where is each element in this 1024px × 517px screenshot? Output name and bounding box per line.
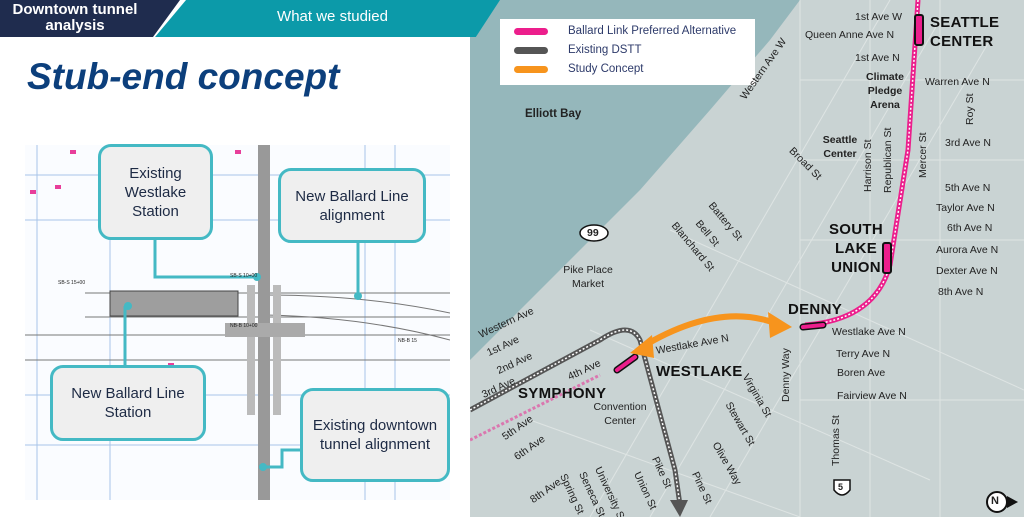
street-label: Republican St	[882, 127, 894, 193]
legend-item: Ballard Link Preferred Alternative	[500, 25, 736, 37]
street-label: Thomas St	[830, 415, 842, 466]
legend-swatch	[514, 27, 548, 35]
area-map: 99 5 N Ballard Link Preferred Alternativ…	[470, 0, 1024, 517]
dstt-arrowhead	[670, 500, 688, 517]
street-label: Queen Anne Ave N	[805, 29, 895, 41]
place-label: Convention Center	[593, 401, 647, 427]
drawing-label: NB-B 15	[398, 338, 417, 344]
dstt-tunnel	[258, 145, 270, 500]
street-label: Terry Ave N	[836, 348, 891, 360]
legend-item: Existing DSTT	[500, 44, 642, 56]
section-tab: Downtown tunnel analysis	[0, 0, 180, 37]
street-label: Taylor Ave N	[936, 202, 995, 214]
callout-new-ballard-station: New Ballard Line Station	[50, 365, 206, 441]
street-label: Harrison St	[862, 139, 874, 192]
map-graphics	[470, 0, 1024, 517]
slu-station-mark	[882, 242, 892, 274]
drawing-label: NB-B 10+00	[230, 323, 258, 329]
station-symphony: SYMPHONY	[518, 385, 607, 402]
street-label: Roy St	[964, 93, 976, 125]
station-seattle-center: SEATTLE CENTER	[930, 14, 1000, 50]
street-label: Boren Ave	[837, 367, 886, 379]
westlake-station-mark	[615, 355, 637, 372]
i5-shield-icon	[833, 479, 851, 496]
north-label: N	[991, 495, 999, 507]
drawing-graphics	[25, 145, 450, 500]
seattle-center-station-mark	[914, 14, 924, 46]
legend-swatch	[514, 65, 548, 73]
place-label: Elliott Bay	[525, 108, 582, 120]
street-label: 5th Ave N	[945, 182, 991, 194]
legend-item: Study Concept	[500, 63, 643, 75]
street-label: Fairview Ave N	[837, 390, 907, 402]
subsection-tab: What we studied	[155, 0, 500, 37]
legend-label: Study Concept	[568, 63, 644, 75]
page-title: Stub-end concept	[27, 56, 340, 97]
street-label: 1st Ave W	[855, 11, 903, 23]
callout-new-ballard-alignment: New Ballard Line alignment	[278, 168, 426, 243]
shield-99-label: 99	[587, 227, 599, 239]
street-label: Mercer St	[917, 132, 929, 178]
shield-5-label: 5	[838, 482, 844, 492]
drawing-label: SB-S 15+00	[58, 280, 86, 286]
place-label: Climate Pledge Arena	[866, 71, 904, 111]
street-label: 1st Ave N	[855, 52, 900, 64]
drawing-label: SB-S 10+00	[230, 273, 258, 279]
new-station-box	[109, 290, 239, 317]
street-label: Denny Way	[780, 348, 792, 402]
elliott-bay-water	[470, 0, 800, 360]
denny-station-mark	[801, 323, 825, 329]
station-denny: DENNY	[788, 301, 843, 318]
legend-swatch	[514, 46, 548, 54]
study-concept-arrow	[640, 313, 782, 350]
station-south-lake-union: SOUTH LAKE UNION	[829, 221, 883, 276]
street-label: Dexter Ave N	[936, 265, 998, 277]
station-westlake: WESTLAKE	[656, 363, 743, 380]
callout-existing-westlake-station: Existing Westlake Station	[98, 144, 213, 240]
street-label: 3rd Ave N	[945, 137, 991, 149]
callout-existing-downtown-tunnel: Existing downtown tunnel alignment	[300, 388, 450, 482]
legend-label: Existing DSTT	[568, 44, 642, 56]
place-label: Pike Place Market	[563, 264, 613, 290]
street-label: Warren Ave N	[925, 76, 990, 88]
street-label: Aurora Ave N	[936, 244, 999, 256]
map-legend: Ballard Link Preferred Alternative Exist…	[500, 19, 755, 85]
street-label: 8th Ave N	[938, 286, 984, 298]
place-label: Seattle Center	[822, 134, 858, 160]
street-label: 6th Ave N	[947, 222, 993, 234]
street-label: Westlake Ave N	[832, 326, 906, 338]
legend-label: Ballard Link Preferred Alternative	[568, 25, 737, 37]
route-99-shield-icon	[579, 224, 609, 242]
